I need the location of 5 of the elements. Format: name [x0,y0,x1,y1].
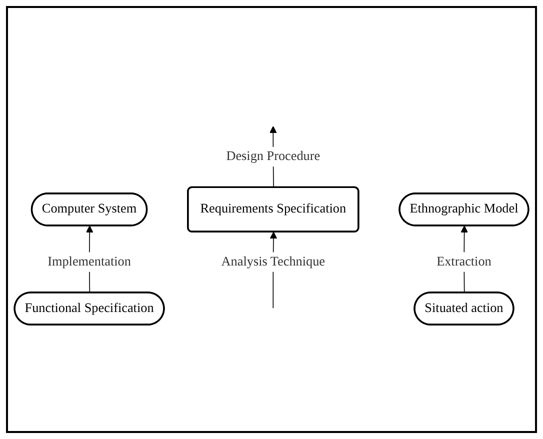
edge-label: Extraction [436,255,492,270]
diagram-frame: Implementation Design Procedure Analysis Technique Extraction Computer System Functional Specification Requirements Specification Ethnographic Model Situated action [6,6,537,433]
edge-label: Analysis Technique [221,255,326,270]
edge-label: Design Procedure [226,150,320,164]
edge-label: Implementation [48,255,131,270]
